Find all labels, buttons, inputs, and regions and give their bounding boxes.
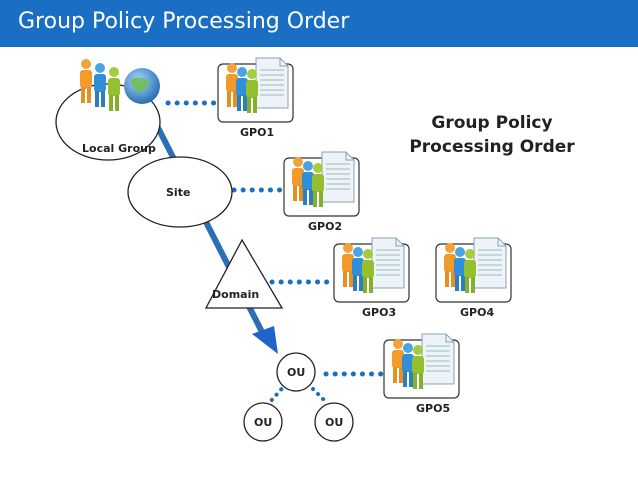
connector-ou-left — [268, 382, 288, 404]
domain-node: Domain — [204, 238, 284, 309]
gpo5-label: GPO5 — [416, 402, 450, 415]
local-group-label: Local Group — [82, 142, 156, 155]
domain-label: Domain — [212, 288, 259, 301]
site-label: Site — [166, 186, 190, 199]
ou-right-label: OU — [325, 416, 343, 429]
local-group-node: Local Group — [55, 59, 161, 161]
site-node: Site — [127, 156, 233, 228]
side-title-line1: Group Policy — [431, 113, 552, 133]
gpo-document-icon — [334, 238, 409, 302]
ou-right-node: OU — [314, 402, 354, 442]
gpo-document-icon — [436, 238, 511, 302]
gpo1: GPO1 — [218, 58, 293, 139]
processing-arrow-head — [252, 326, 278, 354]
page-title: Group Policy Processing Order — [18, 9, 350, 34]
side-title-line2: Processing Order — [409, 137, 575, 157]
gpo5: GPO5 — [384, 334, 459, 415]
gpo4-label: GPO4 — [460, 306, 494, 319]
gpo2: GPO2 — [284, 152, 359, 233]
gpo-document-icon — [218, 58, 293, 122]
gpo4: GPO4 — [436, 238, 511, 319]
gpo2-label: GPO2 — [308, 220, 342, 233]
gpo3: GPO3 — [334, 238, 409, 319]
gpo1-label: GPO1 — [240, 126, 274, 139]
ou-main-node: OU — [276, 352, 316, 392]
ou-main-label: OU — [287, 366, 305, 379]
ou-left-label: OU — [254, 416, 272, 429]
gpo-document-icon — [284, 152, 359, 216]
ou-left-node: OU — [243, 402, 283, 442]
connector-ou-right — [306, 382, 328, 404]
title-bar: Group Policy Processing Order — [0, 0, 638, 47]
gpo3-label: GPO3 — [362, 306, 396, 319]
gpo-document-icon — [384, 334, 459, 398]
